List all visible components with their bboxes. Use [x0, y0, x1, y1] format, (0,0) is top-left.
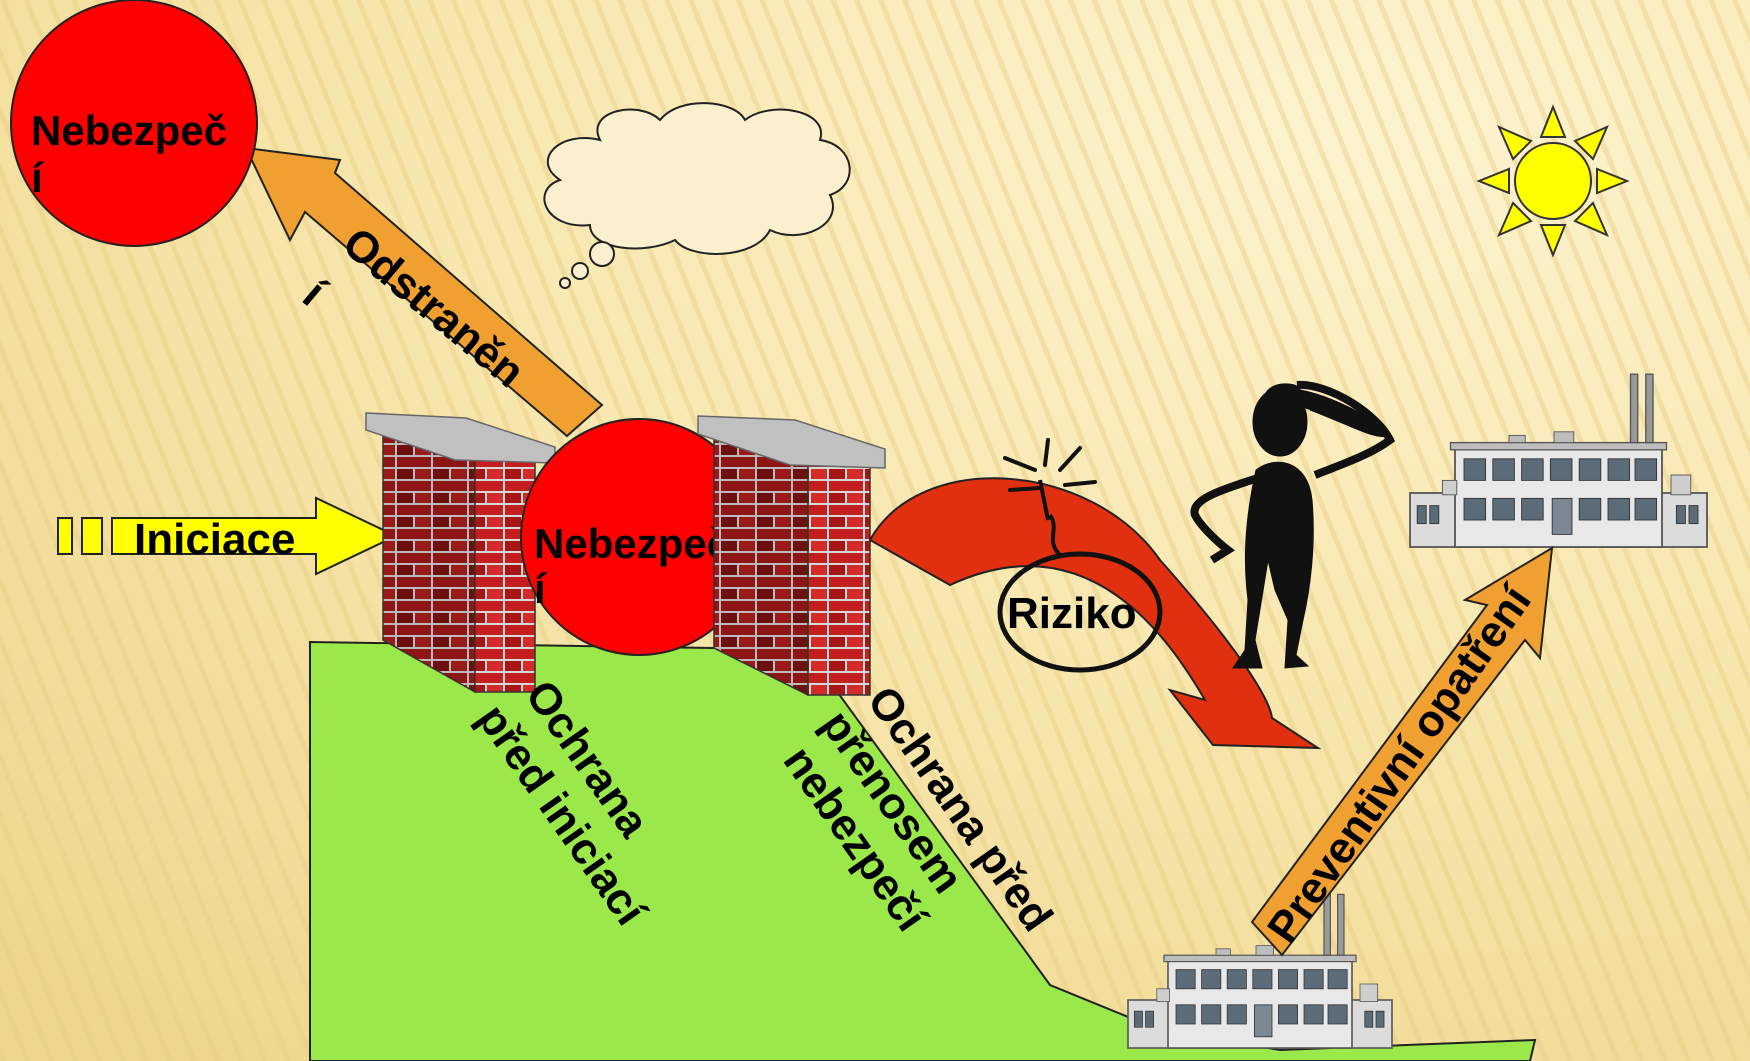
- top-hazard-label-tail: í: [31, 154, 44, 201]
- top-hazard-label: Nebezpeč: [31, 107, 227, 154]
- removal-arrow: [244, 146, 604, 438]
- bomb-icon: [997, 438, 1163, 673]
- sun-icon: [1476, 104, 1630, 258]
- thought-cloud-icon: [543, 102, 851, 289]
- center-hazard-label-tail: í: [534, 565, 547, 612]
- initiation-label: Iniciace: [134, 515, 295, 564]
- top-hazard-circle: [10, 0, 258, 247]
- thinking-person-icon: [1190, 380, 1396, 669]
- center-hazard-label: Nebezpeč: [534, 520, 730, 567]
- left-brick-wall: [365, 412, 556, 694]
- risk-label: Riziko: [1007, 589, 1137, 638]
- transfer-red-arrow: [868, 477, 1322, 750]
- right-brick-wall: [697, 415, 886, 697]
- initiation-arrow: [57, 496, 399, 576]
- preventive-arrow: [1250, 546, 1554, 957]
